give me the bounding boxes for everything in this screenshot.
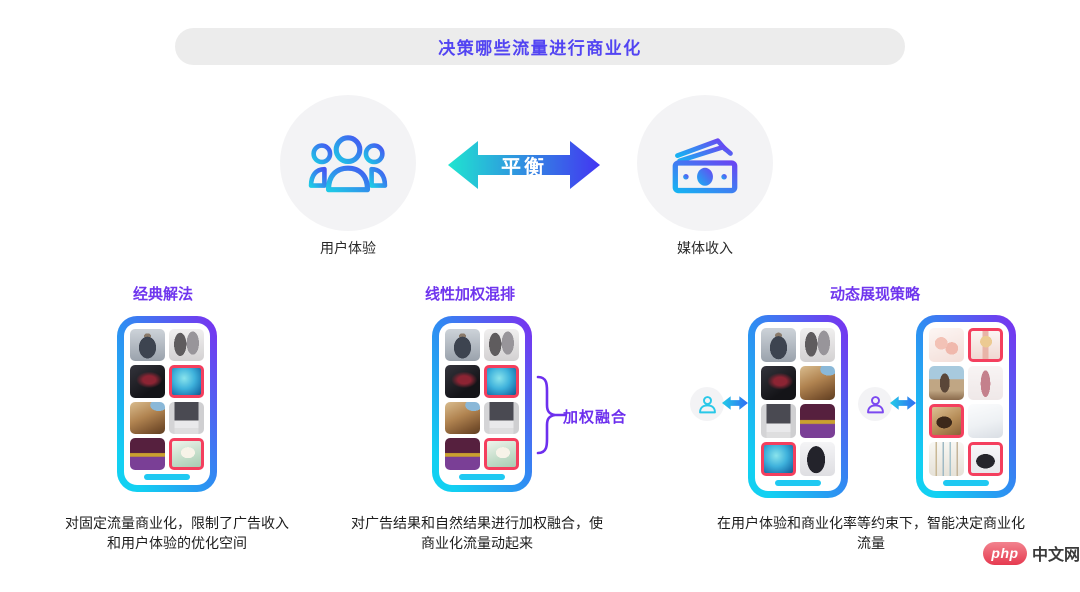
product-image-gpu [445, 365, 480, 398]
home-indicator [144, 474, 190, 480]
product-image-chair [130, 401, 165, 434]
home-indicator [943, 480, 989, 486]
product-image-cake [130, 437, 165, 470]
product-image-coats [800, 328, 835, 362]
phone-mockup-dynamic-right [916, 315, 1016, 498]
php-logo-text: 中文网 [1032, 547, 1080, 564]
product-image-man-jacket [761, 328, 796, 362]
person-icon [698, 395, 716, 413]
product-image-jeans-shoes [169, 401, 204, 434]
product-image-cake [445, 437, 480, 470]
product-image-boots-ad-highlighted [929, 404, 964, 438]
php-logo-badge: php [983, 541, 1027, 565]
product-image-handbag-ad-highlighted [968, 442, 1003, 476]
product-image-man-jacket [130, 329, 165, 362]
product-image-brushes [929, 442, 964, 476]
section-title-classic: 经典解法 [132, 286, 193, 303]
person-icon [866, 395, 884, 413]
caption-line: 对广告结果和自然结果进行加权融合，使 [351, 515, 603, 531]
product-image-coats [169, 329, 204, 362]
home-indicator [459, 474, 505, 480]
phone-screen [130, 329, 204, 470]
product-image-jeans-shoes [484, 401, 519, 434]
section-title-weighted: 线性加权混排 [424, 286, 515, 303]
product-image-man-jacket [445, 329, 480, 362]
product-image-gpu [761, 366, 796, 400]
weighted-fusion-annotation: 加权融合 [563, 409, 628, 426]
caption-classic: 对固定流量商业化，限制了广告收入 和用户体验的优化空间 [17, 513, 337, 553]
product-image-dessert-ad-highlighted [484, 437, 519, 470]
product-image-jeans-shoes [761, 404, 796, 438]
product-image-lipstick [968, 366, 1003, 400]
section-title-dynamic: 动态展现策略 [829, 286, 920, 303]
phone-mockup-weighted [432, 316, 532, 492]
product-image-peach [929, 328, 964, 362]
php-cn-watermark: php 中文网 [983, 541, 1080, 565]
product-image-cake [800, 404, 835, 438]
user-experience-circle [280, 95, 416, 231]
caption-line: 对固定流量商业化，限制了广告收入 [65, 515, 289, 531]
product-image-chair [445, 401, 480, 434]
users-group-icon [308, 135, 388, 193]
balance-arrow-label: 平衡 [501, 156, 547, 179]
balance-arrow: 平衡 [448, 139, 600, 191]
double-arrow-small-icon [890, 396, 916, 410]
product-image-gpu [130, 365, 165, 398]
user-avatar-purple [858, 387, 892, 421]
phone-mockup-classic [117, 316, 217, 492]
caption-line: 流量 [857, 535, 885, 551]
header-pill: 决策哪些流量进行商业化 [175, 28, 905, 65]
caption-line: 和用户体验的优化空间 [107, 535, 247, 551]
caption-dynamic: 在用户体验和商业化率等约束下，智能决定商业化 流量 [690, 513, 1052, 553]
caption-line: 在用户体验和商业化率等约束下，智能决定商业化 [717, 515, 1025, 531]
page-title: 决策哪些流量进行商业化 [438, 39, 642, 58]
curly-brace-icon [536, 375, 567, 455]
phone-screen [445, 329, 519, 470]
money-banknotes-icon [672, 138, 738, 194]
product-image-basketball-ad-highlighted [169, 365, 204, 398]
media-revenue-circle [637, 95, 773, 231]
media-revenue-label: 媒体收入 [677, 240, 733, 256]
phone-screen [761, 328, 835, 476]
product-image-hoodie [968, 404, 1003, 438]
product-image-chair [800, 366, 835, 400]
product-image-basketball-ad-highlighted [484, 365, 519, 398]
caption-line: 商业化流量动起来 [421, 535, 533, 551]
product-image-coats [484, 329, 519, 362]
home-indicator [775, 480, 821, 486]
caption-weighted: 对广告结果和自然结果进行加权融合，使 商业化流量动起来 [317, 513, 637, 553]
phone-screen [929, 328, 1003, 476]
double-arrow-small-icon [722, 396, 748, 410]
double-arrow-icon [448, 141, 600, 189]
product-image-trash-bin [800, 442, 835, 476]
product-image-basketball-ad-highlighted [761, 442, 796, 476]
product-image-watch-ad-highlighted [968, 328, 1003, 362]
user-experience-label: 用户体验 [320, 240, 376, 256]
product-image-beach-woman [929, 366, 964, 400]
user-avatar-cyan [690, 387, 724, 421]
phone-mockup-dynamic-left [748, 315, 848, 498]
product-image-dessert-ad-highlighted [169, 437, 204, 470]
